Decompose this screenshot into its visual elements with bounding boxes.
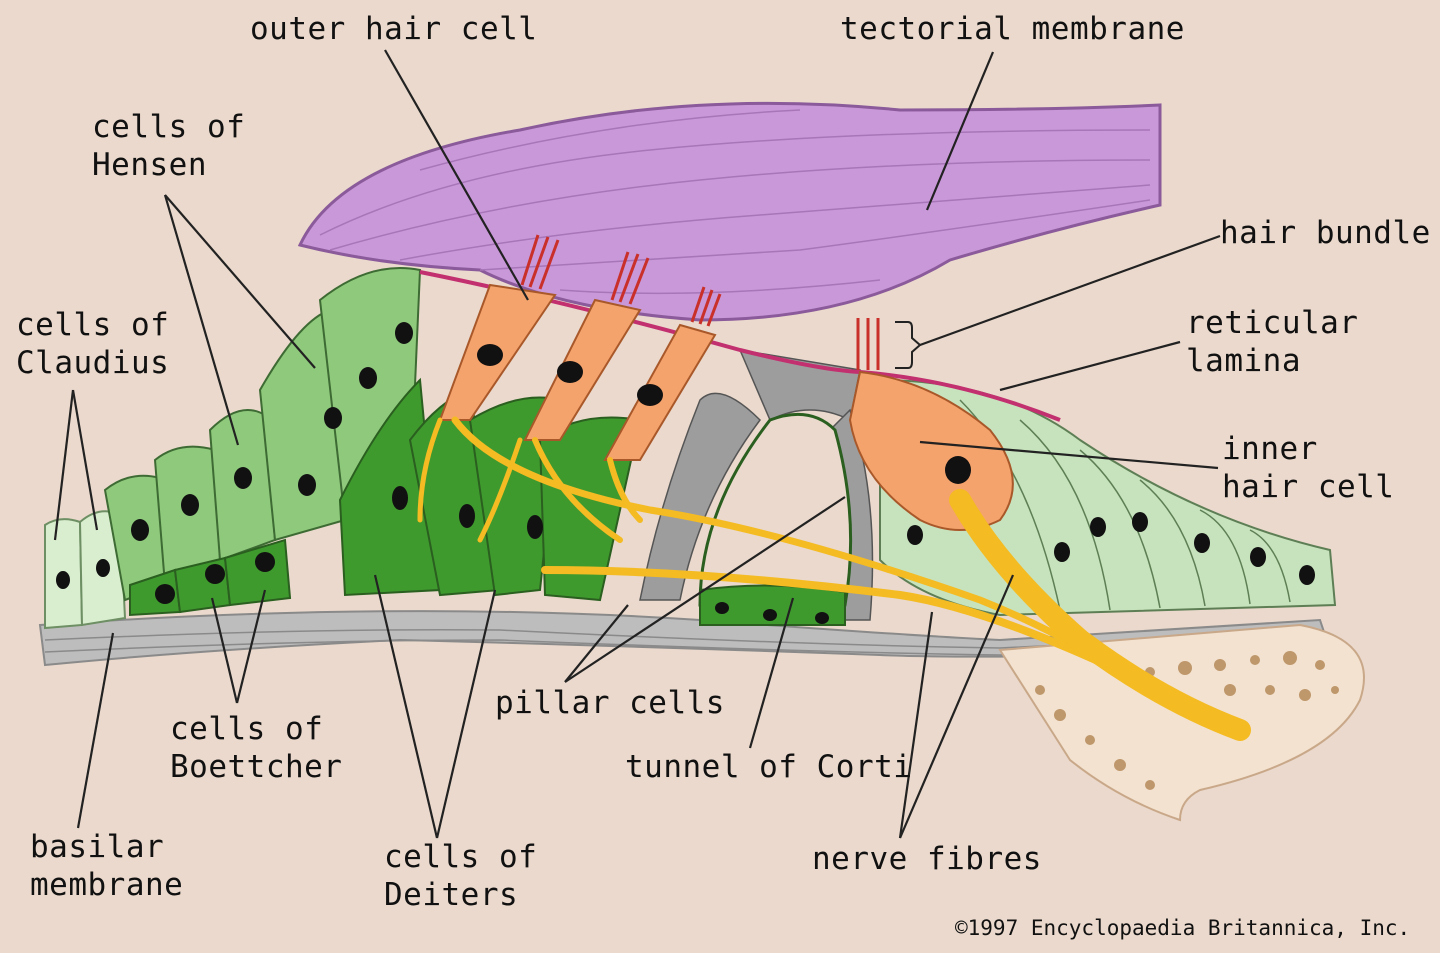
label-cells-of-claudius-line2: Claudius (16, 345, 170, 381)
leader-lines (53, 49, 1221, 839)
label-reticular-lamina: reticular lamina (1186, 304, 1358, 380)
label-cells-of-boettcher-line2: Boettcher (170, 749, 343, 785)
label-tunnel-of-corti: tunnel of Corti (625, 749, 913, 785)
label-reticular-lamina-line1: reticular (1186, 305, 1359, 341)
label-cells-of-hensen-line1: cells of (92, 109, 246, 145)
label-cells-of-boettcher: cells of Boettcher (170, 710, 342, 786)
label-cells-of-hensen-line2: Hensen (92, 147, 207, 183)
label-inner-hair-cell: inner hair cell (1222, 430, 1394, 506)
label-cells-of-claudius: cells of Claudius (16, 306, 169, 382)
label-cells-of-deiters-line1: cells of (384, 839, 538, 875)
label-cells-of-deiters: cells of Deiters (384, 838, 537, 914)
hair-bundles (520, 234, 880, 370)
label-tectorial-membrane: tectorial membrane (840, 11, 1185, 47)
label-outer-hair-cell: outer hair cell (250, 11, 538, 47)
copyright-credit: ©1997 Encyclopaedia Britannica, Inc. (955, 916, 1411, 940)
label-reticular-lamina-line2: lamina (1186, 343, 1301, 379)
tunnel-of-corti-shape (698, 412, 853, 607)
label-cells-of-deiters-line2: Deiters (384, 877, 519, 913)
label-cells-of-hensen: cells of Hensen (92, 108, 245, 184)
label-basilar-membrane: basilar membrane (30, 828, 183, 904)
label-inner-hair-cell-line1: inner (1222, 431, 1318, 467)
label-basilar-membrane-line2: membrane (30, 867, 184, 903)
label-pillar-cells: pillar cells (495, 685, 725, 721)
label-cells-of-claudius-line1: cells of (16, 307, 170, 343)
tectorial-membrane-shape (297, 101, 1162, 322)
label-inner-hair-cell-line2: hair cell (1222, 469, 1395, 505)
label-basilar-membrane-line1: basilar (30, 829, 165, 865)
bone-shape (998, 623, 1365, 822)
cell-nuclei (56, 322, 1315, 624)
inner-hair-cell-shape (848, 370, 1014, 531)
label-hair-bundle: hair bundle (1220, 215, 1431, 251)
label-nerve-fibres: nerve fibres (812, 841, 1042, 877)
label-cells-of-boettcher-line1: cells of (170, 711, 324, 747)
nerve-fibres-shape (417, 416, 1251, 741)
